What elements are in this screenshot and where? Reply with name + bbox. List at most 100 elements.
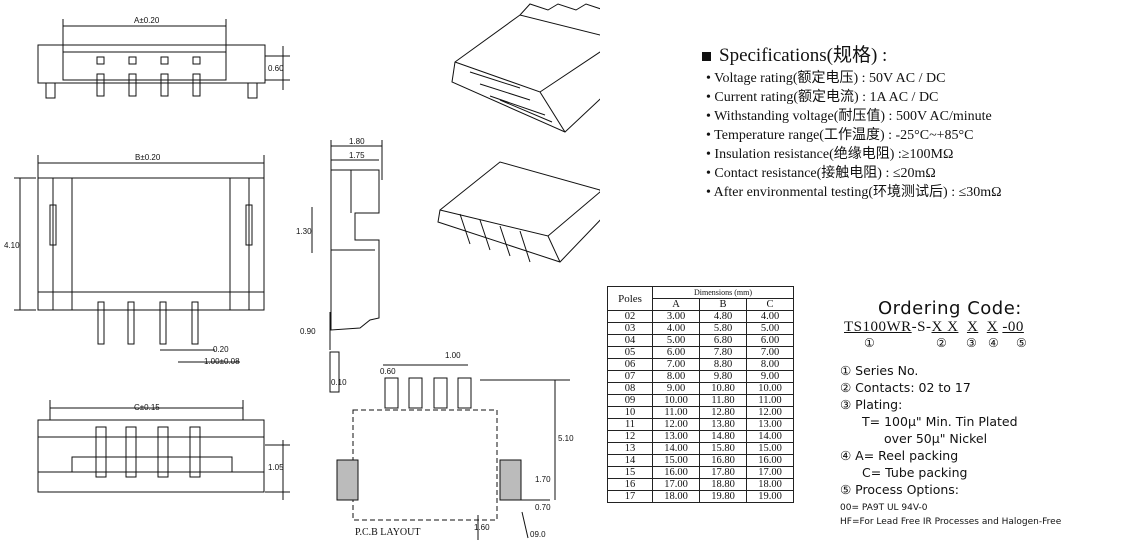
spec-item: Insulation resistance(绝缘电阻) :≥100MΩ [706,145,1120,164]
dim-060-top-label: 0.60 [268,64,284,73]
code-number-4: ④ [988,336,999,350]
table-cell: 11.00 [652,406,700,419]
table-cell: 16.00 [652,466,700,479]
pcb-170-label: 1.70 [535,475,551,484]
table-cell: 14 [607,454,653,467]
pcb-layout [336,364,570,540]
process-option: 00= PA9T UL 94V-0 [840,503,928,513]
table-cell: 10.80 [699,382,747,395]
dim-090-label: 0.90 [300,327,316,336]
table-cell: 15 [607,466,653,479]
ordering-item: ③ Plating: [840,397,903,412]
ordering-subitem: T= 100μ" Min. Tin Plated [862,414,1018,429]
pcb-060-label: 0.60 [380,367,396,376]
ordering-item: ④ A= Reel packing [840,448,959,463]
pcb-090-label: 09.0 [530,530,546,539]
code-x3: X [986,319,999,335]
table-cell: 9.00 [652,382,700,395]
table-cell: 3.00 [652,310,700,323]
table-cell: 5.80 [699,322,747,335]
code-number-3: ③ [966,336,977,350]
bullet-square-icon [702,52,711,62]
table-cell: 18.00 [652,490,700,503]
col-c-header: C [746,298,794,311]
ordering-heading: Ordering Code: [878,298,1022,319]
table-cell: 8.00 [652,370,700,383]
poles-header: Poles [607,286,653,311]
table-cell: 13 [607,442,653,455]
spec-item: Voltage rating(额定电压) : 50V AC / DC [706,69,1120,88]
table-cell: 11 [607,418,653,431]
code-number-5: ⑤ [1016,336,1027,350]
dim-130-label: 1.30 [296,227,312,236]
table-cell: 19.00 [746,490,794,503]
pcb-layout-label: P.C.B LAYOUT [355,527,420,538]
dim-a-label: A±0.20 [134,16,160,25]
specifications-block: Specifications(规格) : Voltage rating(额定电压… [700,40,1120,202]
table-cell: 12 [607,430,653,443]
table-cell: 04 [607,334,653,347]
table-cell: 17.80 [699,466,747,479]
spec-item: Withstanding voltage(耐压值) : 500V AC/minu… [706,107,1120,126]
table-cell: 09 [607,394,653,407]
table-cell: 08 [607,382,653,395]
table-cell: 16.80 [699,454,747,467]
code-number-1: ① [864,336,875,350]
table-cell: 11.80 [699,394,747,407]
ordering-subitem: over 50μ" Nickel [884,431,988,446]
table-cell: 10.00 [746,382,794,395]
specifications-title: Specifications(规格) : [702,40,1120,67]
table-cell: 19.80 [699,490,747,503]
specifications-title-text: Specifications(规格) : [719,45,888,66]
side-view [311,140,383,393]
table-cell: 13.80 [699,418,747,431]
code-prefix: TS100WR [844,319,912,335]
top-view [37,19,290,99]
table-cell: 6.80 [699,334,747,347]
table-cell: 18.00 [746,478,794,491]
table-cell: 15.80 [699,442,747,455]
isometric-view-bottom [437,161,600,263]
table-cell: 7.80 [699,346,747,359]
table-cell: 15.00 [746,442,794,455]
dim-100-tol-label: 1.00±0.08 [204,357,240,366]
table-cell: 14.80 [699,430,747,443]
code-suffix: -00 [1002,319,1024,335]
table-cell: 4.00 [652,322,700,335]
table-cell: 03 [607,322,653,335]
spec-item: After environmental testing(环境测试后) : ≤30… [706,183,1120,202]
dim-105-label: 1.05 [268,463,284,472]
side-small-label: 0.10 [331,378,347,387]
dim-c-label: C±0.15 [134,403,160,412]
ordering-code-numbers: ① ② ③ ④ ⑤ [864,336,1132,352]
table-cell: 02 [607,310,653,323]
code-x2: X [966,319,979,335]
table-cell: 12.00 [746,406,794,419]
table-cell: 6.00 [652,346,700,359]
table-cell: 15.00 [652,454,700,467]
bottom-view [37,400,290,500]
table-cell: 17.00 [746,466,794,479]
spec-item: Current rating(额定电流) : 1A AC / DC [706,88,1120,107]
table-cell: 16 [607,478,653,491]
table-cell: 13.00 [746,418,794,431]
code-mid: -S- [911,319,932,335]
table-cell: 8.00 [746,358,794,371]
